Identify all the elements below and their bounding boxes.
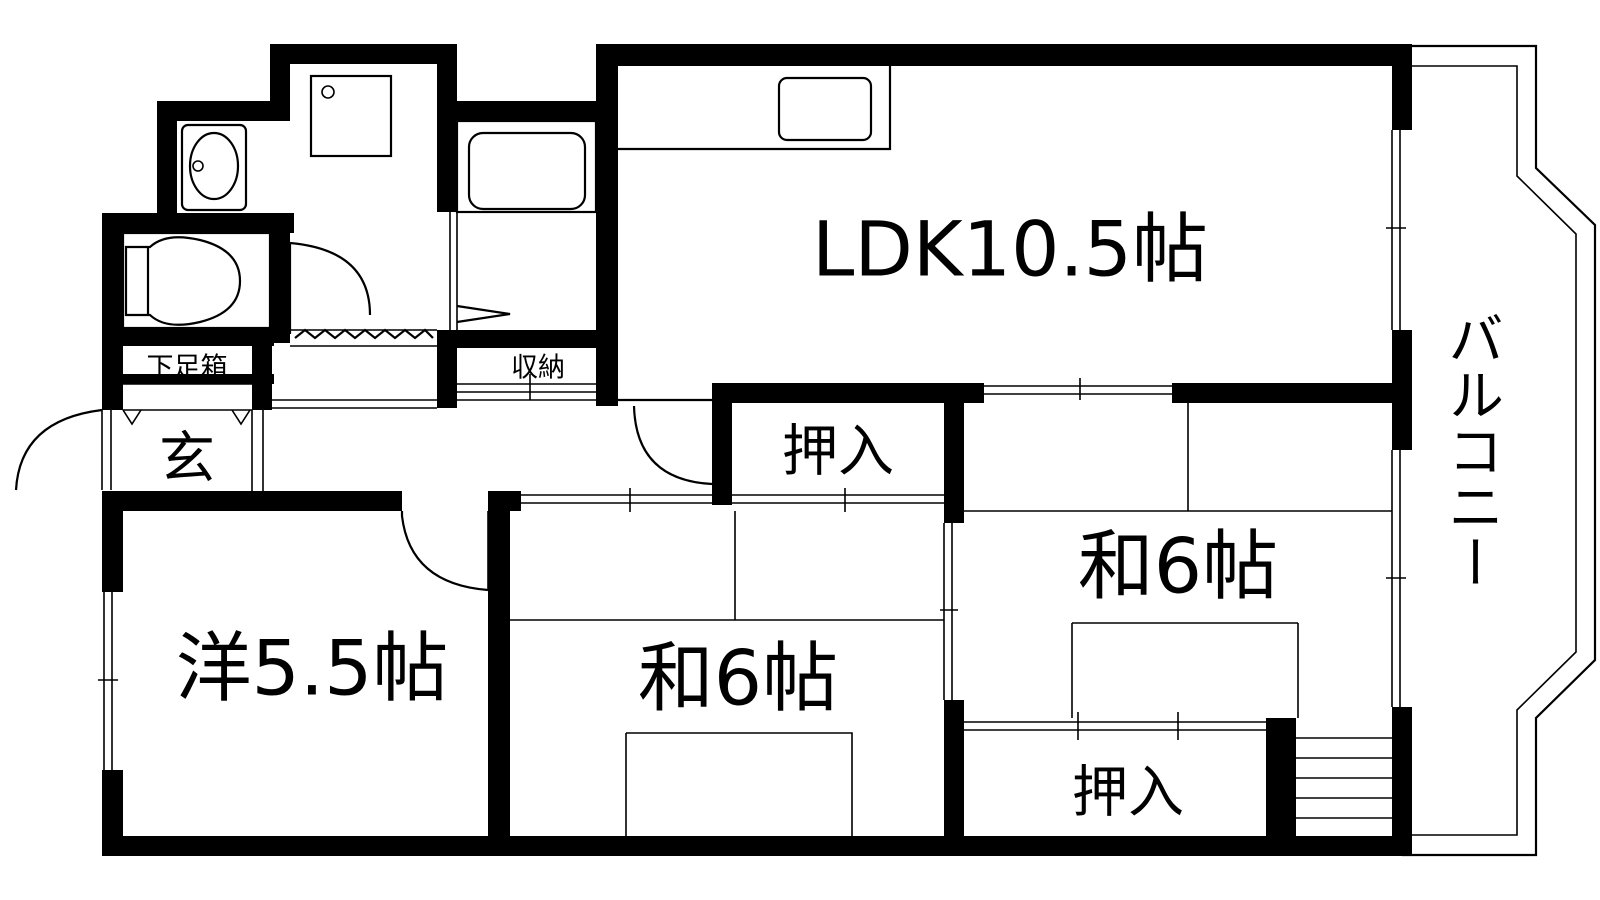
storage-label: 収納	[511, 353, 565, 384]
walls	[102, 44, 1412, 856]
entrance-label: 玄	[159, 427, 215, 492]
kitchen-sink-icon	[777, 76, 873, 142]
japanese-room-center-label: 和6帖	[638, 634, 838, 723]
western-room-label: 洋5.5帖	[176, 624, 449, 713]
toilet-door-swing	[289, 241, 372, 316]
toilet-room-outline	[121, 231, 272, 330]
bathtub-icon	[467, 131, 587, 211]
washing-machine-pan-icon	[309, 74, 393, 158]
accordion-door-icon	[294, 328, 434, 340]
closet-center-label: 押入	[782, 420, 894, 485]
balcony-outline	[1402, 44, 1597, 857]
bath-room-outline	[455, 119, 598, 214]
kitchen-counter	[618, 66, 892, 151]
shoe-box-label: 下足箱	[147, 353, 228, 384]
balcony-label: バルコニー	[1439, 310, 1504, 590]
wash-basin-icon	[180, 123, 248, 212]
fixtures	[14, 66, 1406, 836]
toilet-icon	[124, 236, 242, 326]
closet-bottom-label: 押入	[1072, 761, 1184, 826]
japanese-room-right-label: 和6帖	[1078, 522, 1278, 611]
ldk-label: LDK10.5帖	[812, 205, 1208, 294]
ldk-door-swing	[632, 405, 713, 486]
basin-bowl-icon	[188, 131, 240, 201]
